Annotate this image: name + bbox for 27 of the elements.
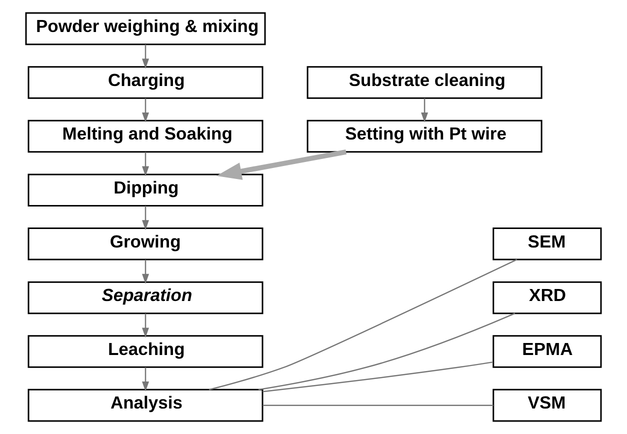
arrow [142,152,150,176]
arrow [142,367,150,392]
node-box: Melting and Soaking [28,120,264,153]
connector [258,312,516,390]
arrow [142,260,150,284]
arrow [142,98,150,122]
connector [262,361,494,392]
node-box: Powder weighing & mixing [25,12,266,46]
connector [262,404,494,406]
arrow [142,44,150,69]
arrow [421,98,428,122]
connector [209,259,518,390]
node-box: Dipping [28,174,264,206]
arrow [142,314,150,338]
arrow [142,206,150,230]
node-box: Setting with Pt wire [306,120,542,153]
node-box: XRD [492,281,602,314]
node-box: VSM [492,388,602,422]
node-box: Separation [28,281,264,314]
node-box: Charging [28,66,264,99]
node-box: Leaching [28,335,264,368]
node-box: EPMA [492,335,602,368]
node-box: SEM [492,228,602,260]
node-box: Analysis [28,388,264,422]
node-box: Substrate cleaning [306,66,542,99]
arrow [216,150,347,180]
node-box: Growing [28,228,264,260]
